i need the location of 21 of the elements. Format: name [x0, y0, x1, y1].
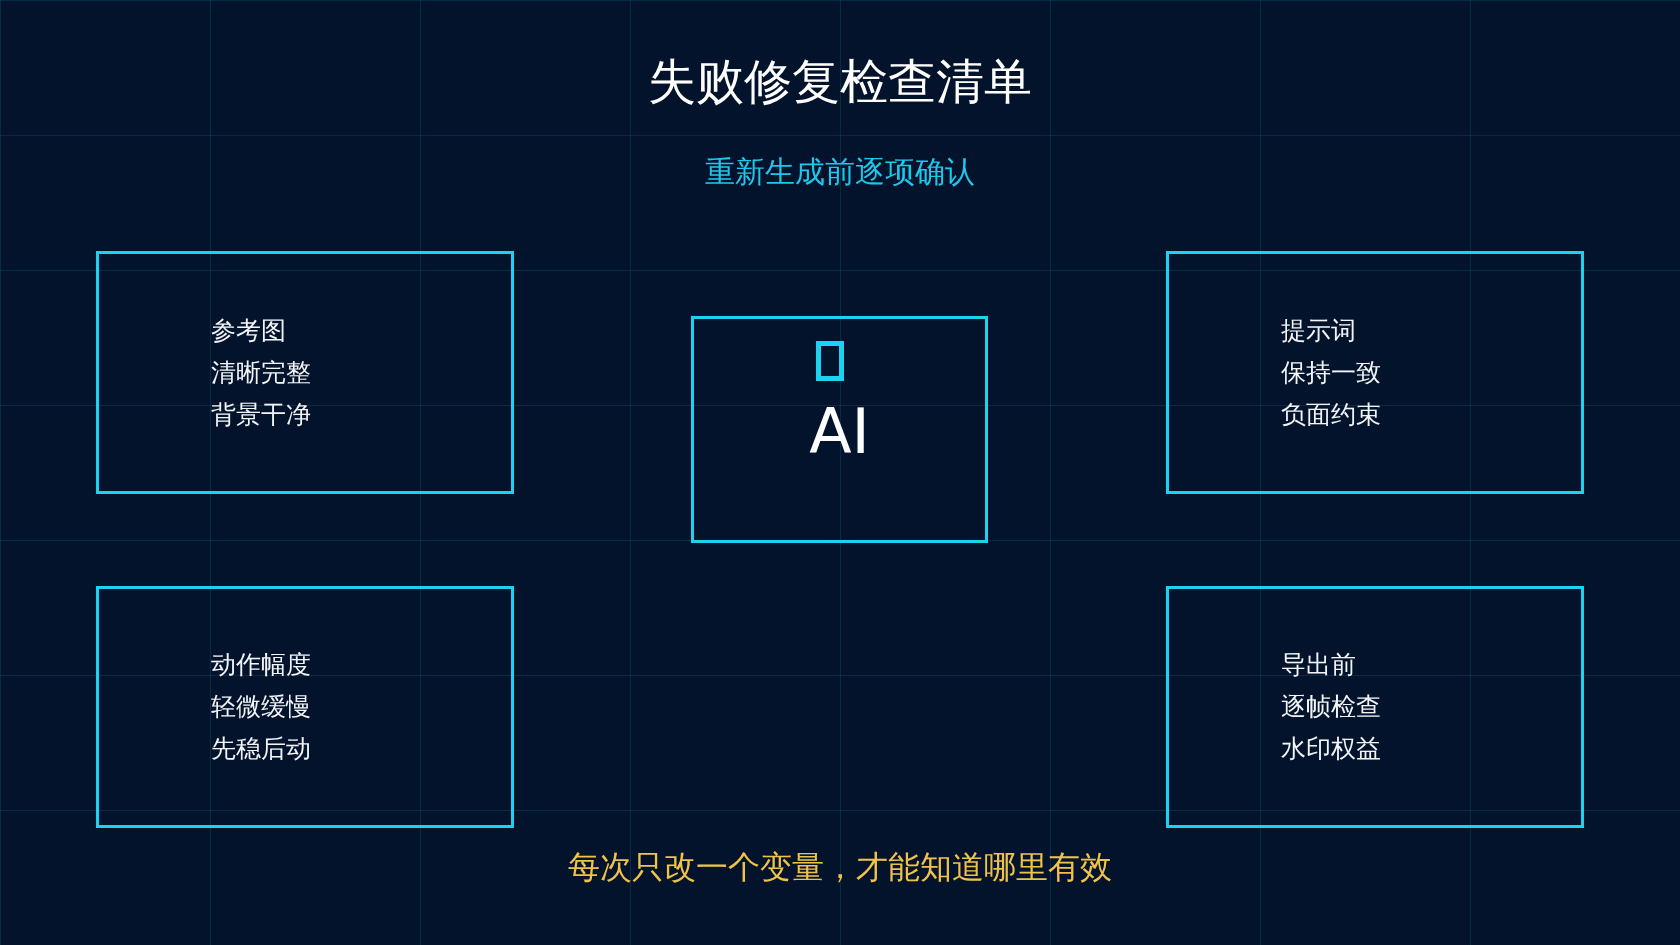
card-heading: 提示词: [1281, 314, 1356, 347]
card-heading: 参考图: [211, 314, 286, 347]
ai-label: AI: [809, 397, 870, 467]
checklist-item: 轻微缓慢: [211, 691, 311, 723]
subtitle: 重新生成前逐项确认: [705, 153, 975, 191]
checklist-item: 保持一致: [1281, 356, 1381, 389]
checklist-card: [96, 251, 514, 494]
checklist-item: 水印权益: [1281, 733, 1381, 765]
checklist-card: [1166, 251, 1584, 494]
checklist-item: 负面约束: [1281, 398, 1381, 431]
card-heading: 导出前: [1281, 649, 1356, 681]
checklist-item: 逐帧检查: [1281, 691, 1381, 723]
checklist-item: 清晰完整: [211, 356, 311, 389]
card-heading: 动作幅度: [211, 649, 311, 681]
checklist-card: [691, 316, 988, 543]
footer-note: 每次只改一个变量，才能知道哪里有效: [568, 847, 1112, 888]
checklist-card: [96, 586, 514, 828]
checklist-card: [1166, 586, 1584, 828]
checklist-item: 先稳后动: [211, 733, 311, 765]
checklist-item: 背景干净: [211, 398, 311, 431]
title: 失败修复检查清单: [648, 52, 1032, 111]
